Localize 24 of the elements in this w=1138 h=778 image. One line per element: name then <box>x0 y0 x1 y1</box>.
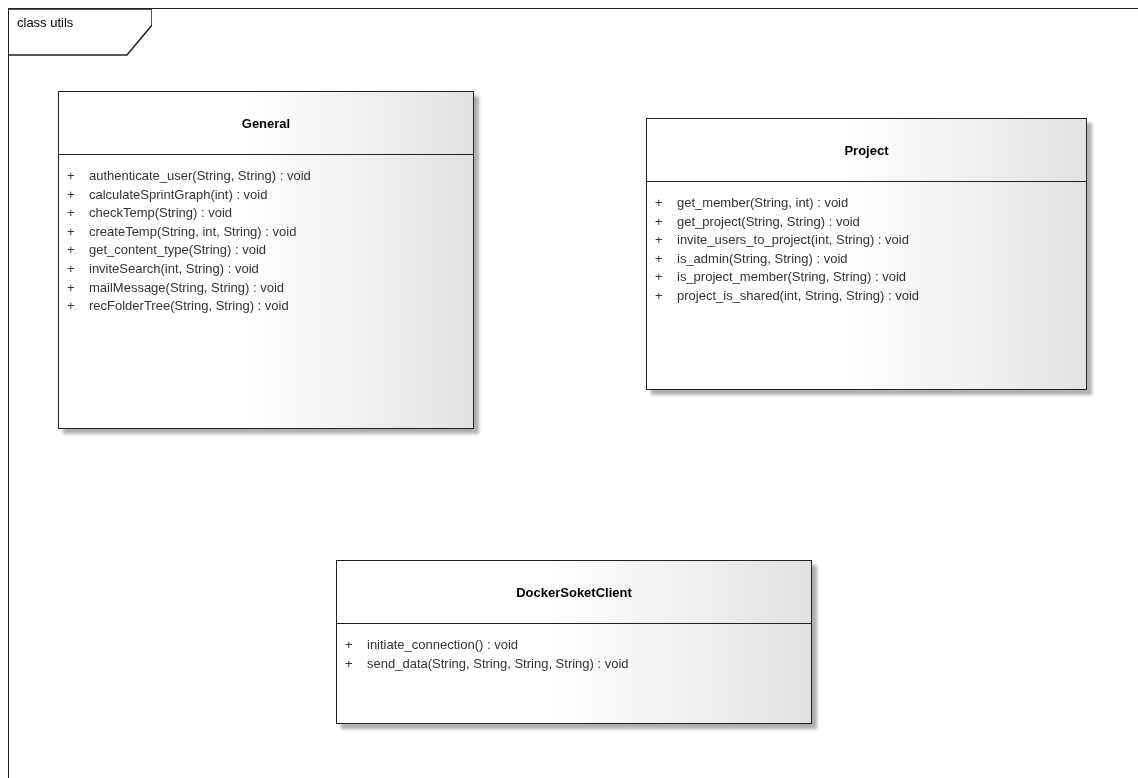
class-name: Project <box>844 142 889 158</box>
operation-text: + is_admin(String, String) : void <box>655 249 849 268</box>
operation-text: + initiate_connection() : void <box>345 636 520 654</box>
package-frame <box>8 8 1138 778</box>
operation-text: + checkTemp(String) : void <box>67 204 234 223</box>
operation-text: + recFolderTree(String, String) : void <box>67 297 290 316</box>
operation-text: + mailMessage(String, String) : void <box>67 278 286 297</box>
operation-text: + project_is_shared(int, String, String) : void <box>655 286 921 305</box>
operation-text: + get_project(String, String) : void <box>655 212 861 231</box>
operation-text: + send_data(String, String, String, String) : void <box>345 654 630 673</box>
operation-text: + is_project_member(String, String) : void <box>655 268 908 287</box>
operation-text: + calculateSprintGraph(int) : void <box>67 185 269 204</box>
class-box <box>58 91 474 429</box>
operation-text: + get_member(String, int) : void <box>655 194 850 212</box>
operation-text: + get_content_type(String) : void <box>67 241 268 260</box>
operation-text: + invite_users_to_project(int, String) : void <box>655 231 910 250</box>
class-name: DockerSoketClient <box>516 584 632 600</box>
class-box <box>336 560 812 724</box>
operation-text: + authenticate_user(String, String) : void <box>67 167 312 185</box>
operation-text: + createTemp(String, int, String) : void <box>67 222 298 241</box>
frame-title: class utils <box>17 15 74 30</box>
class-name: General <box>241 115 291 131</box>
operation-text: + inviteSearch(int, String) : void <box>67 259 260 278</box>
class-box <box>646 118 1087 390</box>
